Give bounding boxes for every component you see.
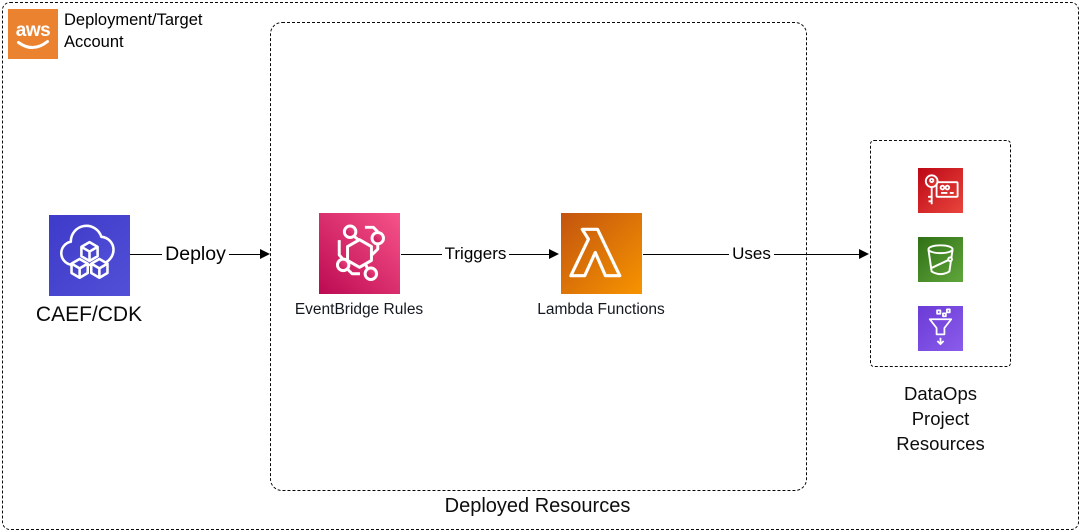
- eventbridge-icon: [318, 213, 400, 294]
- dataops-resources-label: DataOps Project Resources: [896, 383, 985, 454]
- aws-logo-text: aws: [16, 20, 50, 41]
- arrow-line: [130, 253, 163, 255]
- uses-arrow: Uses: [643, 242, 870, 266]
- triggers-arrow-label: Triggers: [444, 244, 507, 263]
- deployed-resources-box: [270, 22, 807, 491]
- cdk-label: CAEF/CDK: [35, 303, 143, 326]
- arrowhead-icon: [260, 249, 271, 259]
- secrets-manager-key-icon: [918, 168, 963, 213]
- cdk-cloud-cubes-icon: [48, 215, 130, 296]
- s3-bucket-icon: [918, 237, 963, 282]
- lambda-icon: [560, 213, 642, 294]
- lambda-label: Lambda Functions: [537, 301, 665, 318]
- deploy-arrow-label: Deploy: [165, 242, 226, 265]
- arrow-line: [643, 253, 730, 255]
- dataops-resources-box: [870, 140, 1011, 367]
- arrow-line: [773, 253, 861, 255]
- cdk-node: CAEF/CDK: [0, 215, 179, 327]
- deployed-resources-label: Deployed Resources: [444, 495, 631, 517]
- eventbridge-node: EventBridge Rules: [269, 213, 449, 319]
- arrowhead-icon: [549, 249, 559, 259]
- triggers-arrow: Triggers: [401, 242, 559, 266]
- eventbridge-label: EventBridge Rules: [294, 301, 424, 318]
- arrow-line: [401, 253, 442, 255]
- aws-smile-curve: [17, 40, 49, 49]
- aws-logo-icon: aws: [8, 9, 58, 59]
- account-label: Deployment/Target Account: [64, 11, 203, 51]
- arrow-line: [509, 253, 550, 255]
- arrowhead-icon: [859, 249, 870, 259]
- uses-arrow-label: Uses: [732, 244, 771, 263]
- deploy-arrow: Deploy: [130, 242, 271, 266]
- lambda-node: Lambda Functions: [511, 213, 691, 319]
- data-firehose-funnel-icon: [918, 306, 963, 351]
- arrow-line: [228, 253, 262, 255]
